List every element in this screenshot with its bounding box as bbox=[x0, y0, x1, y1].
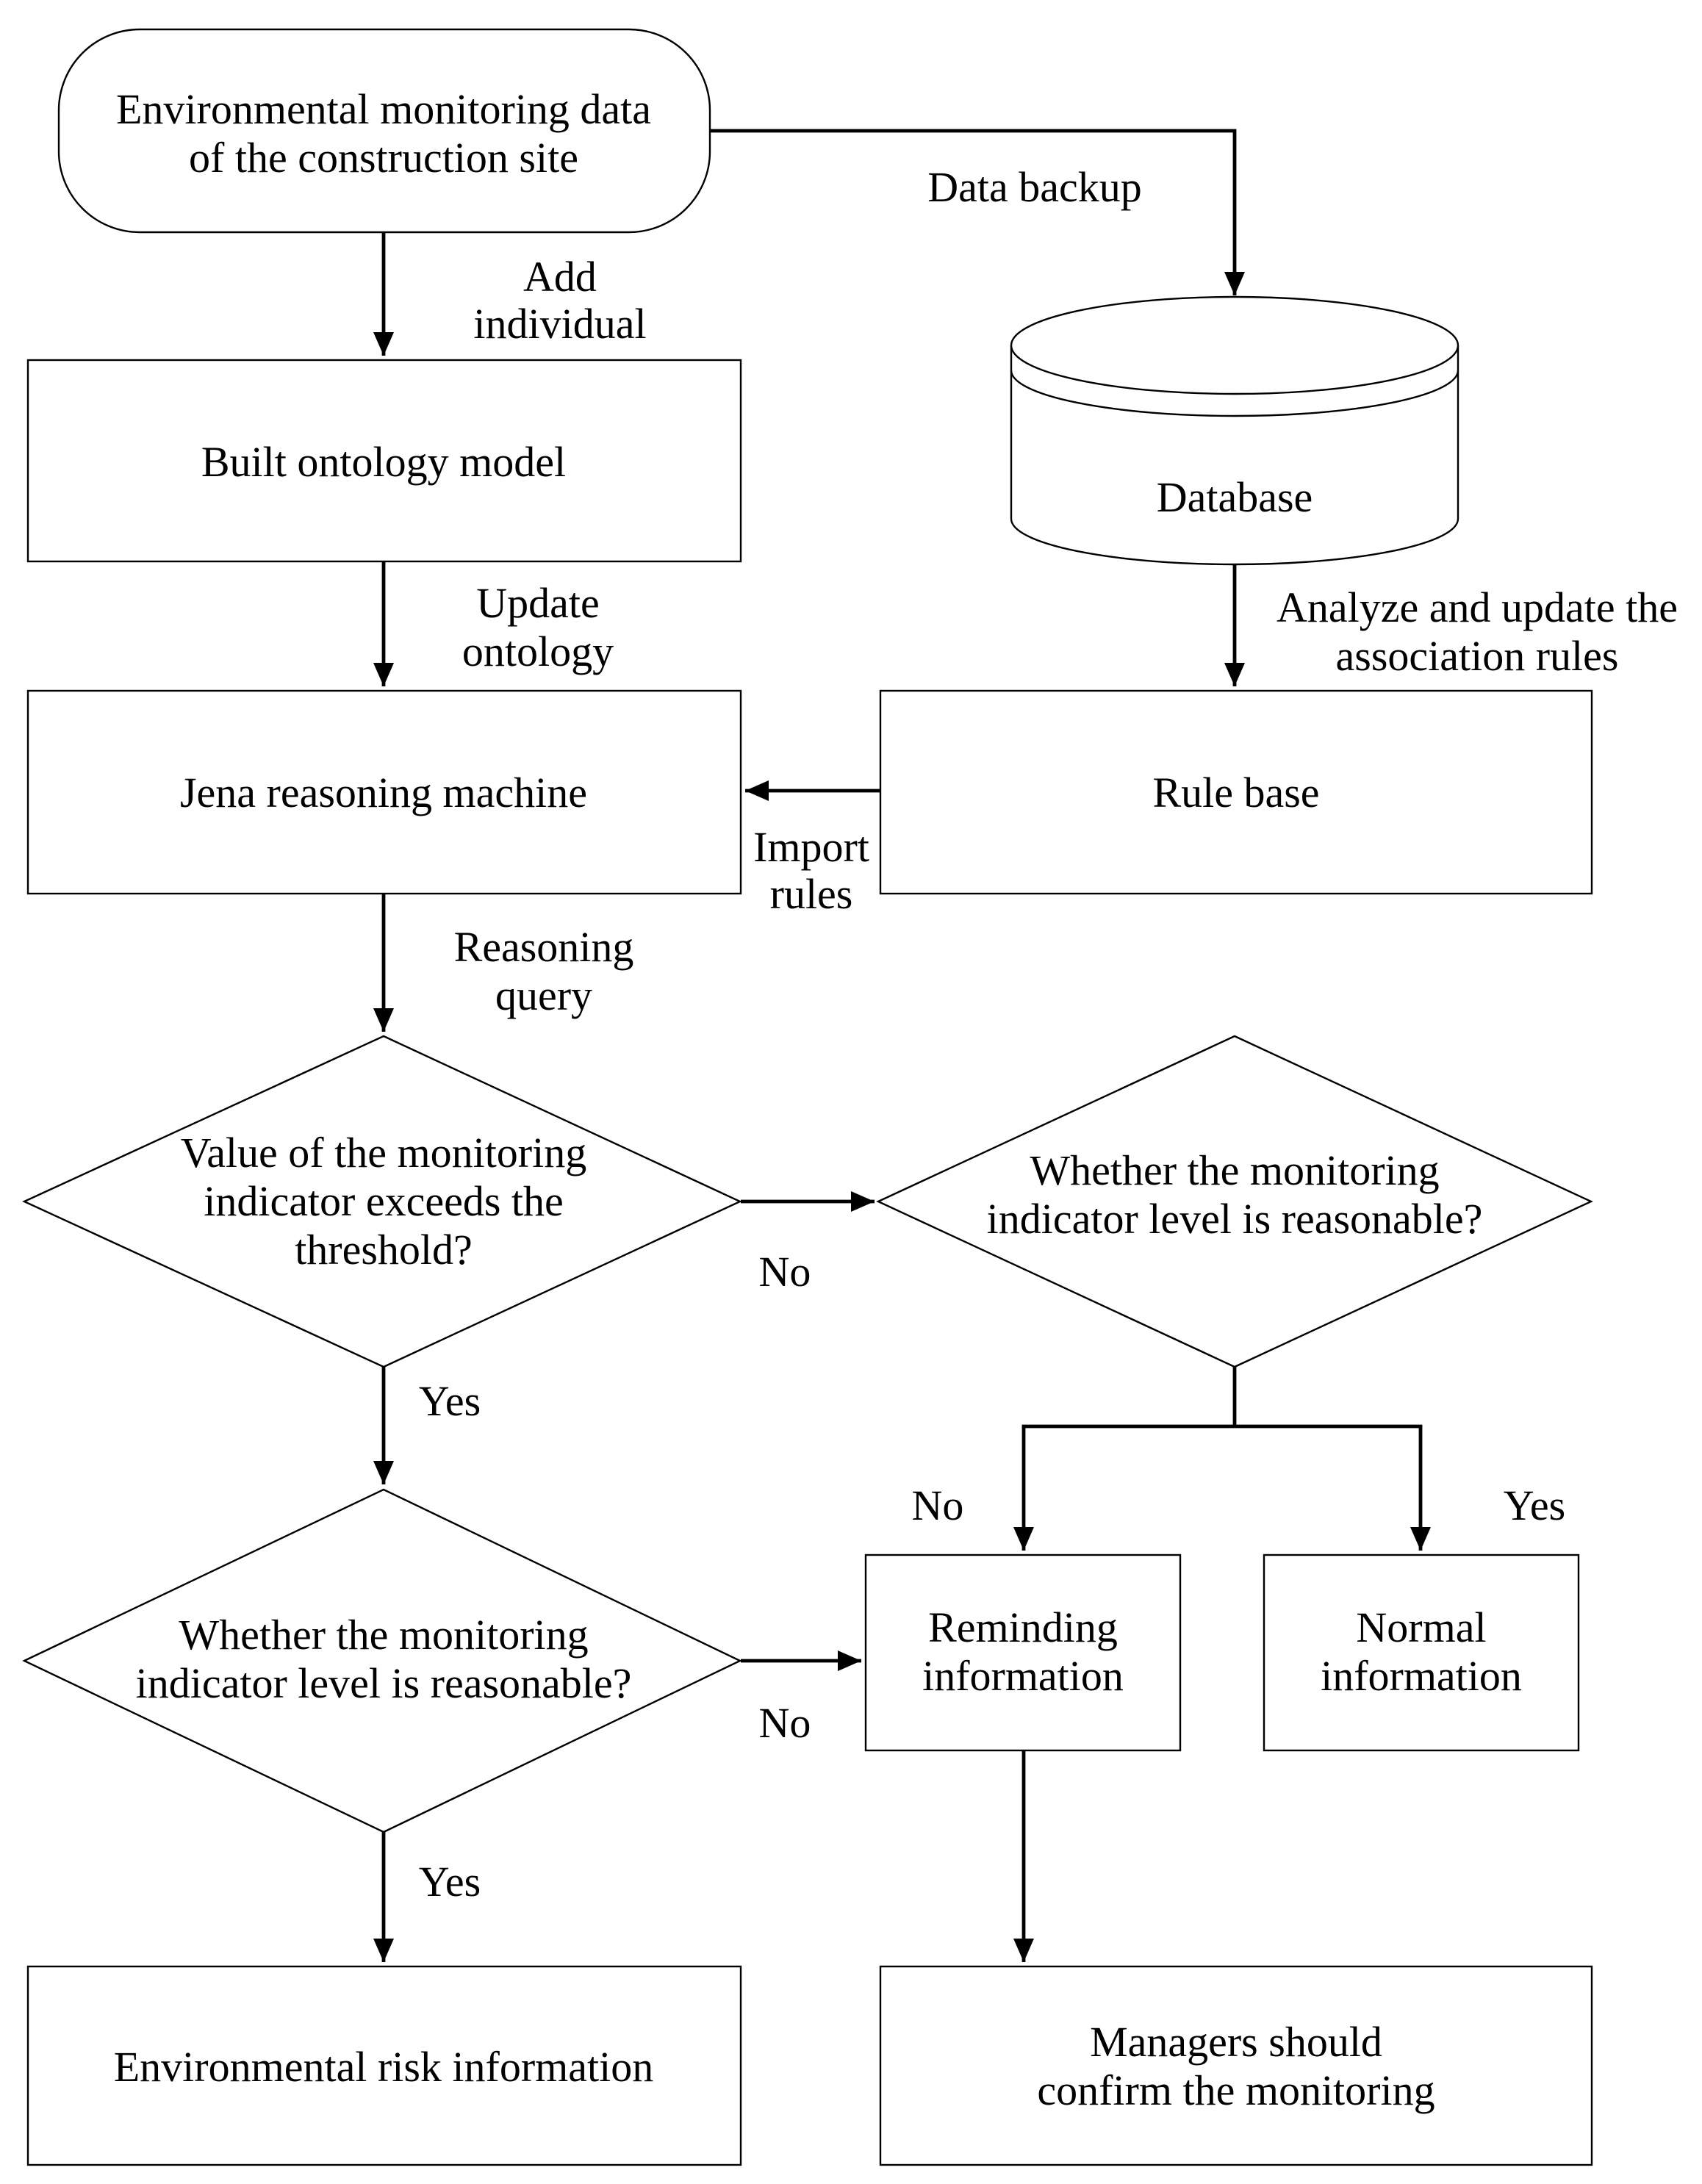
reasoning-query-label-line-1: Reasoning bbox=[454, 923, 634, 971]
built-ontology-model-box bbox=[26, 359, 742, 563]
edge-level-right-split bbox=[1021, 1365, 1423, 1429]
import-rules-label-line-2: rules bbox=[770, 870, 853, 918]
level-right-no-label: No bbox=[912, 1481, 964, 1529]
level-right-yes-label: Yes bbox=[1504, 1481, 1565, 1529]
data-backup-label: Data backup bbox=[927, 163, 1141, 211]
threshold-yes-label: Yes bbox=[419, 1377, 481, 1425]
jena-reasoning-machine-box bbox=[26, 689, 742, 895]
database-cylinder bbox=[1010, 295, 1459, 566]
built-ontology-model-label: Built ontology model bbox=[201, 438, 566, 486]
rule-base-label: Rule base bbox=[1152, 769, 1319, 816]
normal-information-box bbox=[1263, 1553, 1580, 1752]
threshold-decision-line-1: Value of the monitoring bbox=[181, 1129, 587, 1177]
edge-data-backup bbox=[710, 129, 1245, 295]
add-individual-label-line-2: individual bbox=[473, 300, 646, 348]
analyze-update-rules-label-line-2: association rules bbox=[1336, 632, 1619, 680]
environmental-risk-information-box bbox=[26, 1965, 742, 2166]
level-decision-left-line-1: Whether the monitoring bbox=[179, 1611, 588, 1659]
monitoring-level-decision-right-diamond bbox=[876, 1035, 1593, 1368]
reminding-information-line-2: information bbox=[922, 1652, 1124, 1700]
update-ontology-label-line-2: ontology bbox=[462, 628, 614, 675]
environmental-risk-information-label: Environmental risk information bbox=[114, 2043, 654, 2091]
threshold-decision-diamond bbox=[22, 1035, 742, 1368]
reminding-information-box bbox=[864, 1553, 1182, 1752]
threshold-decision-line-2: indicator exceeds the bbox=[204, 1177, 564, 1225]
start-terminator bbox=[57, 28, 711, 234]
database-label: Database bbox=[1157, 473, 1313, 521]
start-label-line-1: Environmental monitoring data bbox=[116, 85, 651, 133]
jena-reasoning-machine-label: Jena reasoning machine bbox=[180, 769, 587, 816]
normal-information-line-2: information bbox=[1321, 1652, 1522, 1700]
reminding-information-line-1: Reminding bbox=[928, 1603, 1118, 1651]
add-individual-label-line-1: Add bbox=[523, 253, 597, 301]
update-ontology-label-line-1: Update bbox=[476, 579, 600, 627]
import-rules-label-line-1: Import bbox=[753, 823, 869, 871]
start-label-line-2: of the construction site bbox=[189, 134, 578, 182]
normal-information-line-1: Normal bbox=[1356, 1603, 1486, 1651]
threshold-decision-line-3: threshold? bbox=[295, 1226, 473, 1274]
analyze-update-rules-label-line-1: Analyze and update the bbox=[1276, 583, 1678, 631]
rule-base-box bbox=[879, 689, 1593, 895]
managers-confirm-box bbox=[879, 1965, 1593, 2166]
database-cylinder-rim bbox=[1010, 370, 1459, 417]
monitoring-level-decision-left-diamond bbox=[22, 1488, 742, 1833]
threshold-no-label: No bbox=[759, 1248, 811, 1296]
level-left-no-label: No bbox=[759, 1699, 811, 1747]
level-decision-right-line-2: indicator level is reasonable? bbox=[987, 1195, 1483, 1243]
managers-confirm-line-1: Managers should bbox=[1090, 2018, 1382, 2066]
level-decision-left-line-2: indicator level is reasonable? bbox=[136, 1659, 632, 1707]
level-left-yes-label: Yes bbox=[419, 1858, 481, 1905]
managers-confirm-line-2: confirm the monitoring bbox=[1037, 2066, 1435, 2114]
database-cylinder-top bbox=[1010, 295, 1459, 395]
reasoning-query-label-line-2: query bbox=[495, 971, 592, 1019]
level-decision-right-line-1: Whether the monitoring bbox=[1030, 1146, 1439, 1194]
database-cylinder-body bbox=[1010, 345, 1459, 566]
